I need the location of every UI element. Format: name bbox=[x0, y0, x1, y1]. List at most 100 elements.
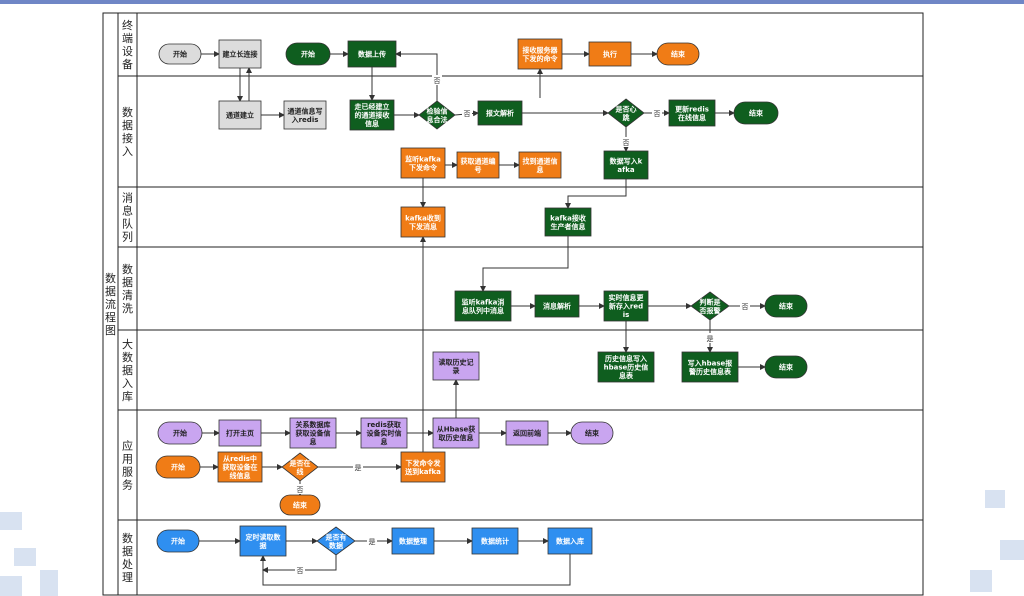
node-shape-rect bbox=[517, 38, 563, 70]
node-g_recv: 走已经建立的通道接收信息 bbox=[349, 99, 395, 131]
node-shape-pill bbox=[570, 421, 614, 445]
node-p_end: 结束 bbox=[570, 421, 614, 445]
node-o_getch: 获取通道编号 bbox=[456, 151, 500, 179]
edge-label-bg bbox=[652, 108, 662, 118]
node-shape-rect bbox=[588, 41, 632, 67]
node-shape-rect bbox=[391, 527, 435, 555]
edge-label-bg bbox=[705, 333, 715, 343]
node-p_redis: redis获取设备实时信息 bbox=[360, 417, 408, 449]
node-p_open: 打开主页 bbox=[218, 419, 262, 447]
node-g_end3: 结束 bbox=[764, 355, 808, 379]
node-shape-diamond bbox=[607, 98, 645, 128]
node-label: 打开主页 bbox=[226, 429, 254, 438]
node-shape-rect bbox=[218, 39, 262, 69]
node-o_cmd: 接收服务器下发的命令 bbox=[517, 38, 563, 70]
node-label: 返回前端 bbox=[513, 429, 541, 438]
node-shape-pill bbox=[156, 529, 200, 553]
edge-label: 否 bbox=[623, 139, 630, 147]
node-o_isonline: 是否在线 bbox=[281, 452, 319, 482]
node-label: 下发命令发送到kafka bbox=[404, 458, 441, 476]
node-shape-pill bbox=[656, 42, 700, 66]
edge-label: 是 bbox=[369, 538, 376, 546]
decor-block bbox=[1000, 540, 1024, 560]
node-g_alarm: 判断是否报警 bbox=[690, 291, 730, 321]
node-shape-rect bbox=[218, 100, 262, 130]
edge-label-bg bbox=[367, 536, 377, 546]
node-b_has: 是否有数据 bbox=[316, 526, 356, 556]
node-g_upload: 数据上传 bbox=[347, 40, 397, 68]
node-shape-diamond bbox=[281, 452, 319, 482]
lane-label-queue: 消息队列 bbox=[122, 191, 133, 244]
node-o_kq: kafka收到下发消息 bbox=[400, 206, 446, 238]
node-shape-rect bbox=[681, 351, 739, 383]
node-label: 通道信息写入redis bbox=[288, 106, 323, 124]
node-b_timer: 定时读取数据 bbox=[239, 525, 287, 557]
node-label: 开始 bbox=[171, 463, 185, 472]
node-shape-rect bbox=[360, 417, 408, 449]
node-shape-pill bbox=[764, 294, 808, 318]
lane-label-access: 数据接入 bbox=[122, 106, 133, 158]
node-shape-rect bbox=[534, 294, 580, 318]
diagram-frame bbox=[102, 12, 924, 596]
node-label: 报文解析 bbox=[486, 109, 514, 118]
edge-label: 否 bbox=[654, 110, 661, 118]
node-label: redis获取设备实时信息 bbox=[367, 420, 402, 446]
edge-label: 是 bbox=[355, 464, 362, 472]
node-shape-pill bbox=[285, 42, 331, 66]
node-shape-rect bbox=[432, 351, 480, 381]
node-shape-rect bbox=[505, 420, 549, 446]
edge-label: 否 bbox=[434, 77, 441, 85]
node-label: 是否在线 bbox=[289, 458, 311, 476]
node-t_conn: 建立长连接 bbox=[218, 39, 262, 69]
node-b_tidy: 数据整理 bbox=[391, 527, 435, 555]
node-label: 是否心跳 bbox=[615, 104, 637, 122]
node-o_end: 结束 bbox=[656, 42, 700, 66]
node-shape-rect bbox=[471, 527, 519, 555]
lane-label-bigdata: 大数据入库 bbox=[122, 337, 133, 403]
node-label: 消息解析 bbox=[543, 302, 571, 311]
node-b_store: 数据入库 bbox=[547, 527, 593, 555]
node-label: 结束 bbox=[670, 50, 686, 59]
node-label: 结束 bbox=[584, 429, 600, 438]
flow-arrow bbox=[262, 555, 337, 573]
node-g_hbase: 写入hbase报警历史信息表 bbox=[681, 351, 739, 383]
node-label: 获取通道编号 bbox=[460, 156, 496, 174]
node-o_send: 下发命令发送到kafka bbox=[400, 451, 446, 483]
edge-label-bg bbox=[295, 565, 305, 575]
node-label: 是否有数据 bbox=[325, 532, 347, 550]
edge-label: 是 bbox=[707, 335, 714, 343]
lane-label-app: 应用服务 bbox=[122, 439, 133, 492]
node-b_stat: 数据统计 bbox=[471, 527, 519, 555]
node-shape-diamond bbox=[690, 291, 730, 321]
node-label: 从Hbase获取历史信息 bbox=[437, 424, 476, 442]
node-shape-rect bbox=[218, 419, 262, 447]
node-o_findch: 找到通道信息 bbox=[518, 151, 562, 179]
node-t_start: 开始 bbox=[158, 43, 202, 65]
node-o_online: 从redis中获取设备在线信息 bbox=[217, 451, 263, 483]
edge-label: 否 bbox=[742, 303, 749, 311]
node-shape-rect bbox=[347, 40, 397, 68]
node-a_redis: 通道信息写入redis bbox=[283, 100, 327, 130]
node-shape-rect bbox=[454, 290, 512, 322]
node-shape-pill bbox=[155, 455, 201, 479]
diagram-title: 数据流程图 bbox=[105, 272, 116, 337]
flow-arrow bbox=[480, 236, 569, 292]
node-shape-rect bbox=[603, 150, 649, 180]
node-label: 通道建立 bbox=[226, 111, 254, 120]
node-label: 检验信息合法 bbox=[427, 106, 448, 124]
decor-block bbox=[14, 548, 36, 566]
node-shape-diamond bbox=[418, 100, 456, 130]
node-label: 读取历史记录 bbox=[439, 357, 474, 375]
node-g_kq: kafka接收生产者信息 bbox=[544, 207, 592, 237]
node-o_start: 开始 bbox=[155, 455, 201, 479]
decor-block bbox=[0, 576, 22, 596]
node-label: 建立长连接 bbox=[223, 50, 258, 59]
node-label: 执行 bbox=[603, 50, 617, 59]
